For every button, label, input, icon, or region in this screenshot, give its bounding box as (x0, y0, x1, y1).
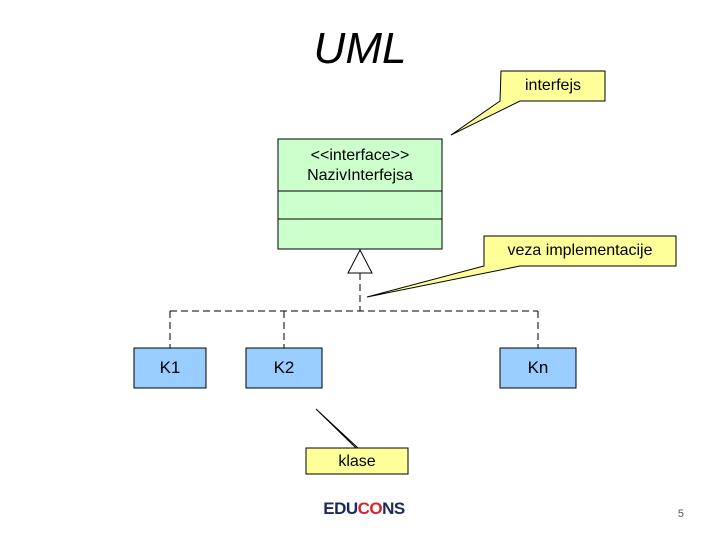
interface-name: NazivInterfejsa (307, 167, 413, 184)
callout-interface-text: interfejs (524, 77, 582, 94)
class-label-k2: K2 (273, 358, 295, 377)
interface-box (277, 138, 443, 250)
callout-classes-bubble (305, 408, 409, 475)
interface-header: <<interface>> NazivInterfejsa (278, 146, 442, 186)
educons-logo: EDUCONS (322, 499, 406, 521)
logo-text-start: EDU (323, 499, 358, 518)
realization-arrowhead (347, 248, 373, 274)
class-label-kn: Kn (527, 358, 549, 377)
interface-stereotype: <<interface>> (310, 147, 410, 164)
callout-interface-bubble (450, 70, 606, 136)
logo-text-accent: CO (357, 499, 383, 518)
logo-text-end: NS (382, 499, 405, 518)
class-label-k1: K1 (159, 358, 181, 377)
class-box-k1 (133, 347, 207, 389)
slide-title: UML (313, 24, 407, 73)
class-box-kn (499, 347, 577, 389)
callout-implementation-bubble (366, 235, 677, 298)
realization-lines (169, 273, 539, 348)
class-box-k2 (245, 347, 323, 389)
page-number: 5 (677, 508, 684, 520)
callout-classes-text: klase (338, 453, 376, 470)
callout-implementation-text: veza implementacije (507, 242, 653, 259)
